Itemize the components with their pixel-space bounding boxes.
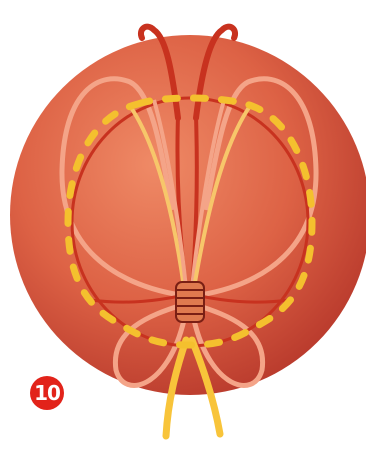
step-number-badge: 10 [30,376,64,410]
wrapped-knot [176,282,204,322]
